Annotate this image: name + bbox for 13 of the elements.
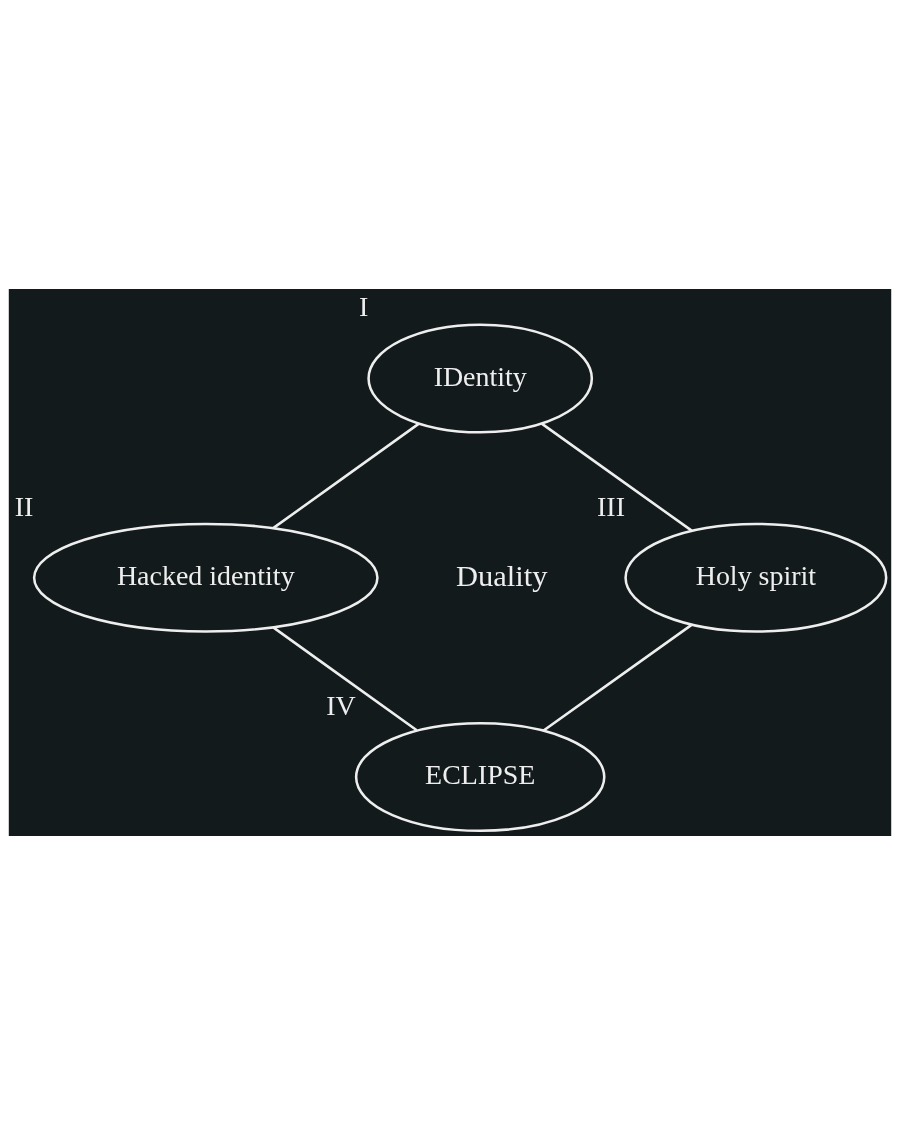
label: Duality <box>456 558 548 593</box>
connector <box>272 626 418 732</box>
node-ellipse: Hacked identity <box>32 522 379 633</box>
node-ellipse: Holy spirit <box>624 522 888 633</box>
node-ellipse: ECLIPSE <box>354 721 606 833</box>
node-label: I <box>359 291 369 323</box>
node-ellipse: IDentity <box>367 323 594 434</box>
node-label: III <box>597 490 625 522</box>
connector <box>272 422 420 529</box>
connector <box>542 623 693 732</box>
connector <box>541 422 693 532</box>
node-label: II <box>14 490 34 522</box>
node-label: IV <box>326 689 356 721</box>
